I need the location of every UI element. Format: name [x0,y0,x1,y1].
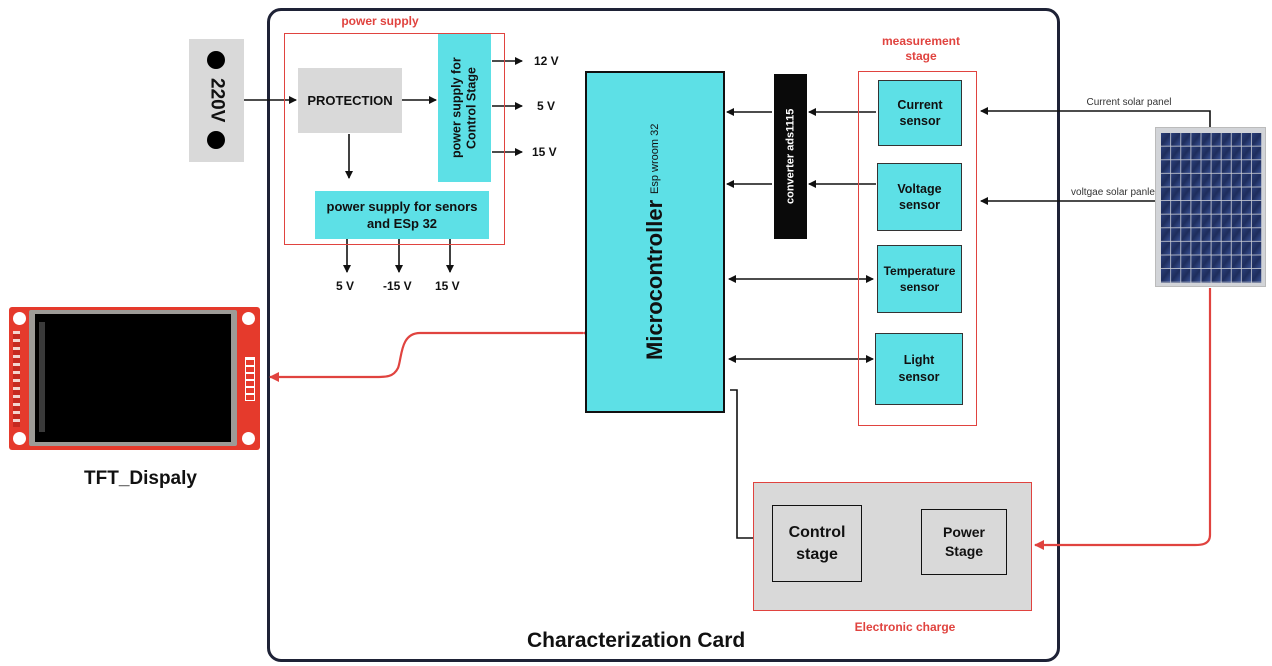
output-bottom-m15v-label: -15 V [383,279,412,293]
protection-block: PROTECTION [298,68,402,133]
microcontroller-text: Microcontroller Esp wroom 32 [587,73,723,411]
light-sensor-block: Light sensor [875,333,963,405]
characterization-card-frame [267,8,1060,662]
sensors-supply-block: power supply for senors and ESp 32 [315,191,489,239]
tft-display-image [9,307,260,450]
temperature-sensor-block: Temperature sensor [877,245,962,313]
tft-hole-tl-icon [13,312,26,325]
mains-label: 220V [206,77,228,123]
control-stage-block: Control stage [772,505,862,582]
current-solar-panel-label: Current solar panel [1086,97,1172,108]
wire-mcu-tft [269,328,592,382]
microcontroller-title: Microcontroller [642,200,667,361]
wire-panel-electronic-charge [1034,288,1212,550]
output-5v-label: 5 V [537,99,556,113]
output-15v-label: 15 V [532,145,557,159]
power-stage-block: Power Stage [921,509,1007,575]
measurement-stage-frame [858,71,977,426]
power-supply-frame [284,33,505,245]
wire-panel-current [980,107,1211,128]
voltage-solar-panel-label: voltgae solar panle [1071,187,1155,198]
tft-pin-header-right-icon [245,357,255,401]
power-supply-title: power supply [341,14,419,28]
tft-screen [29,310,237,446]
electronic-charge-title: Electronic charge [854,620,956,634]
electronic-charge-frame [753,482,1032,611]
measurement-stage-title: measurement stage [881,34,961,63]
mains-terminal-bottom-icon [207,131,225,149]
tft-hole-bl-icon [13,432,26,445]
output-bottom-15v-label: 15 V [435,279,460,293]
control-stage-supply-label: power supply for Control Stage [449,57,479,159]
characterization-card-title: Characterization Card [527,629,746,652]
converter-label: converter ads1115 [784,108,797,205]
current-sensor-block: Current sensor [878,80,962,146]
solar-panel-cells-icon [1161,133,1262,283]
microcontroller-block: Microcontroller Esp wroom 32 [585,71,725,413]
mains-terminal-top-icon [207,51,225,69]
converter-block: converter ads1115 [774,74,807,239]
tft-hole-br-icon [242,432,255,445]
microcontroller-subtitle: Esp wroom 32 [649,123,661,195]
mains-block: 220V [189,39,244,162]
control-stage-supply-block: power supply for Control Stage [438,34,491,182]
tft-display-label: TFT_Dispaly [84,468,197,489]
output-12v-label: 12 V [534,54,559,68]
tft-pin-header-left-icon [13,331,20,427]
voltage-sensor-block: Voltage sensor [877,163,962,231]
solar-panel-image [1155,127,1266,287]
output-bottom-5v-label: 5 V [336,279,355,293]
tft-hole-tr-icon [242,312,255,325]
